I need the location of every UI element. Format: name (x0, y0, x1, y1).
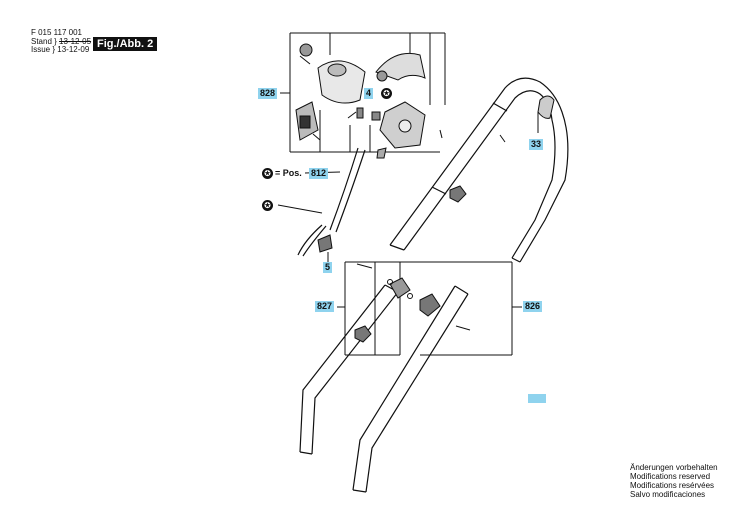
handle-grip-part (375, 52, 426, 82)
switch-module-part (295, 101, 319, 141)
bracket: } (52, 45, 56, 54)
bracket: } (54, 37, 57, 46)
switch-box-part (299, 43, 366, 104)
stand-row: Stand } 13-12-05 (31, 37, 91, 46)
knob-and-screw-parts (312, 95, 555, 343)
note-line: Modifications resérvées (630, 481, 715, 490)
callout-4: 4 (364, 88, 374, 99)
power-cable (277, 147, 366, 262)
star-icon: ✪ (262, 200, 273, 211)
star-icon: ✪ (262, 168, 273, 179)
callout-828: 828 (258, 88, 278, 99)
issue-label: Issue (31, 45, 51, 54)
stand-old-date: 13-12-05 (59, 37, 92, 46)
callout-812: 812 (309, 168, 329, 179)
group-827-bracket (337, 261, 401, 356)
callout-827: 827 (315, 301, 335, 312)
callout-826: 826 (523, 301, 543, 312)
modification-notes: Änderungen vorbehalten Modifications res… (630, 463, 718, 499)
callout-5: 5 (323, 262, 333, 273)
group-828-bracket (280, 32, 446, 153)
callout-33: 33 (529, 139, 544, 150)
position-reference-text: = Pos. (275, 168, 302, 178)
legend-color-swatch (528, 394, 546, 403)
issue-date: 13-12-09 (57, 45, 90, 54)
note-line: Modifications reserved (630, 472, 711, 481)
housing-part (371, 101, 426, 149)
group-826-bracket (400, 261, 522, 356)
issue-row: Issue } 13-12-09 (31, 45, 89, 54)
stand-label: Stand (31, 37, 52, 46)
star-icon: ✪ (381, 88, 392, 99)
note-line: Salvo modificaciones (630, 490, 706, 499)
document-number: F 015 117 001 (31, 28, 83, 37)
lower-handle-tube-right (352, 285, 469, 493)
note-line: Änderungen vorbehalten (630, 463, 718, 472)
figure-badge: Fig./Abb. 2 (93, 37, 158, 51)
